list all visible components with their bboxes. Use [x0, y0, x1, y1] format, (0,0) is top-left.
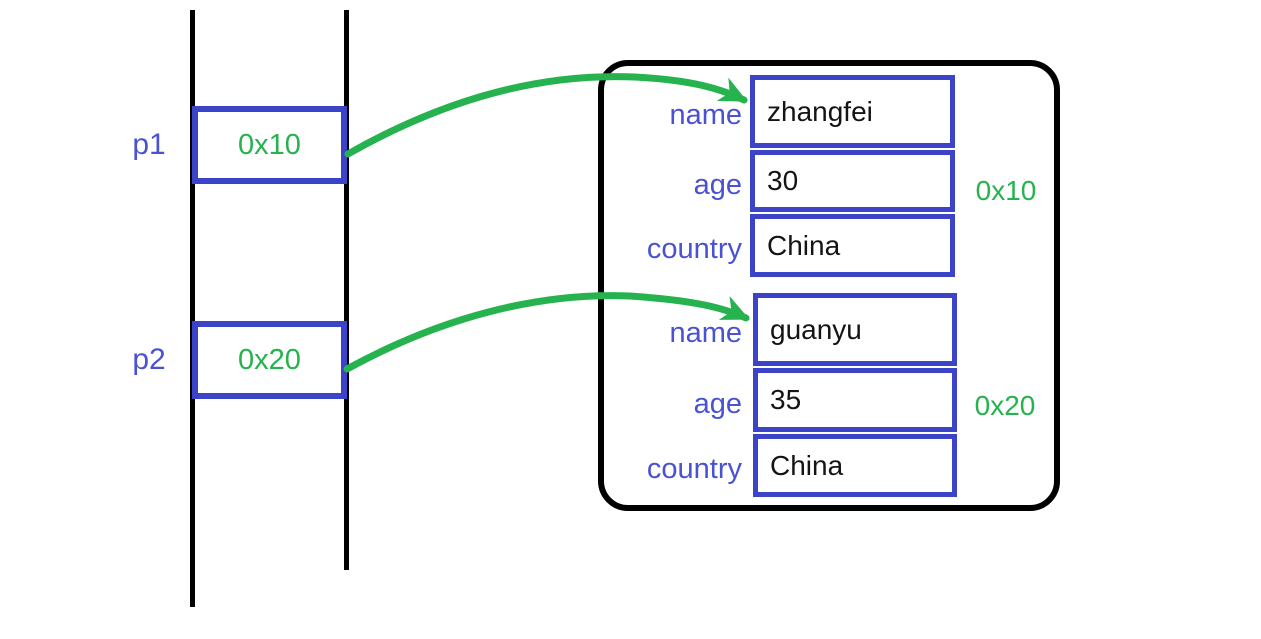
struct-address-0x20: 0x20	[974, 390, 1036, 421]
field-value-box-country: China	[750, 214, 955, 277]
field-label-country: country	[646, 233, 742, 265]
field-value-age: 30	[767, 165, 799, 196]
field-value-name: guanyu	[770, 313, 862, 345]
pointer-p2-value: 0x20	[238, 343, 301, 376]
field-value-country: China	[767, 229, 841, 261]
stack-line-right	[344, 10, 349, 570]
stack-line-left	[190, 10, 195, 607]
field-label-age: age	[693, 168, 742, 201]
field-value-box-age: 30	[750, 150, 955, 212]
struct-address-0x10: 0x10	[975, 175, 1037, 206]
field-label-name: name	[669, 317, 742, 349]
pointer-p1-box: 0x10	[192, 106, 347, 184]
field-value-age: 35	[770, 384, 802, 415]
field-value-country: China	[770, 449, 844, 481]
field-value-box-age: 35	[753, 368, 957, 432]
field-label-country: country	[646, 453, 742, 485]
field-value-box-country: China	[753, 434, 957, 497]
pointer-p1-value: 0x10	[238, 128, 301, 161]
field-value-box-name: guanyu	[753, 293, 957, 366]
field-value-name: zhangfei	[767, 95, 873, 127]
pointer-p2-label: p2	[132, 343, 166, 376]
pointer-p1-label: p1	[132, 128, 166, 161]
field-label-name: name	[669, 99, 742, 131]
field-label-age: age	[693, 387, 742, 420]
pointer-p2-box: 0x20	[192, 321, 347, 399]
field-value-box-name: zhangfei	[750, 75, 955, 148]
